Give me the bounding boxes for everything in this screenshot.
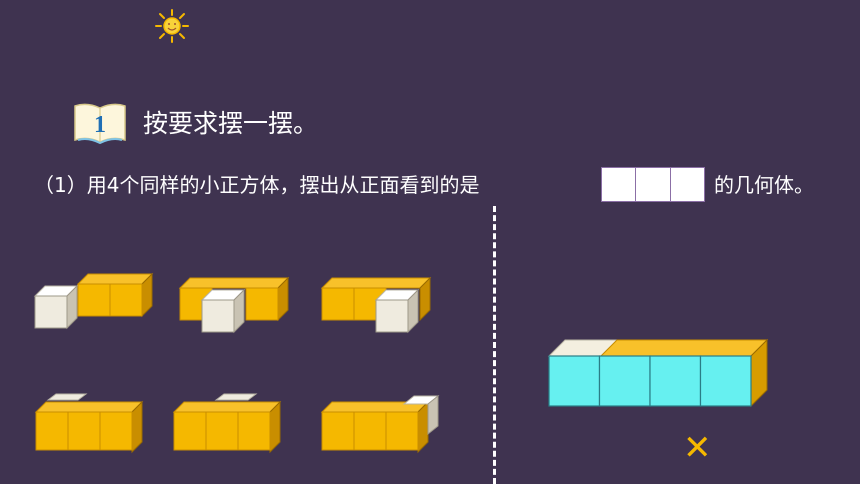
sun-icon	[155, 9, 189, 43]
section-number-badge: 1	[72, 100, 128, 145]
section-number: 1	[94, 112, 106, 138]
front-view-diagram	[601, 167, 705, 202]
wrong-mark-icon: ✕	[683, 428, 712, 468]
answer-cube-arrangement	[547, 338, 769, 408]
cube-arrangement-1	[33, 272, 154, 330]
front-view-square	[636, 168, 671, 201]
front-view-square	[671, 168, 704, 201]
cube-arrangement-6	[320, 394, 440, 454]
question-text: （1）用4个同样的小正方体，摆出从正面看到的是	[34, 173, 480, 197]
open-book-icon: 1	[74, 103, 126, 145]
cube-arrangement-3	[320, 276, 432, 334]
dashed-divider	[493, 206, 496, 484]
section-heading: 按要求摆一摆。	[143, 109, 319, 138]
cube-arrangement-2	[178, 276, 290, 334]
question-suffix: 的几何体。	[714, 173, 814, 197]
cube-arrangement-5	[172, 393, 282, 454]
front-view-square	[602, 168, 637, 201]
cube-arrangement-4	[34, 393, 144, 454]
